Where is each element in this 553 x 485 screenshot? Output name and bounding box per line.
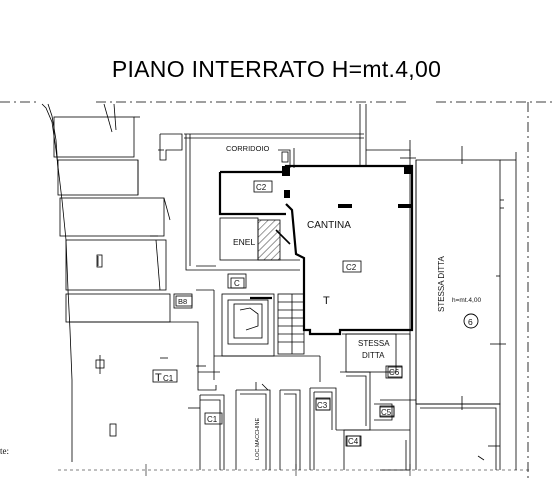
plan-title: PIANO INTERRATO H=mt.4,00 xyxy=(111,56,442,82)
central-corridor-walls xyxy=(158,104,411,340)
tc1-t-label: T xyxy=(155,372,162,384)
stessa-label: STESSA xyxy=(358,339,390,348)
right-room xyxy=(400,146,517,470)
t-mark-label: T xyxy=(323,295,330,307)
outer-walls xyxy=(41,103,117,462)
room-number-circle xyxy=(463,313,479,329)
height-note-label: h=mt.4,00 xyxy=(452,297,481,304)
ditta-label: DITTA xyxy=(362,351,385,360)
enel-area xyxy=(196,217,300,271)
tc1-sub-label: C1 xyxy=(163,374,174,383)
c-box-label: C xyxy=(234,279,240,288)
c1-label: C1 xyxy=(207,415,218,424)
loc-macchine-label: LOC.MACCHINE xyxy=(255,417,261,460)
room-number-label: 6 xyxy=(468,317,473,327)
stessa-ditta-right-label: STESSA DITTA xyxy=(437,255,446,312)
c6-label: C6 xyxy=(389,368,400,377)
c2-cantina-label: C2 xyxy=(346,263,357,272)
stair-core xyxy=(196,273,320,357)
left-edge-text: te: xyxy=(0,446,9,456)
c3-label: C3 xyxy=(317,401,328,410)
cantina-walls xyxy=(218,164,414,336)
bottom-edge xyxy=(58,464,530,476)
c5-label: C5 xyxy=(381,408,392,417)
cantina-label: CANTINA xyxy=(307,220,351,231)
label-boxes xyxy=(152,180,403,447)
property-boundary xyxy=(0,101,553,478)
enel-label: ENEL xyxy=(233,237,255,247)
c2-top-label: C2 xyxy=(256,183,267,192)
b8-label: B8 xyxy=(178,297,187,306)
left-room-stack xyxy=(53,116,193,323)
tc1-room xyxy=(70,321,220,437)
corridoio-label: CORRIDOIO xyxy=(226,144,270,153)
c4-label: C4 xyxy=(348,437,359,446)
